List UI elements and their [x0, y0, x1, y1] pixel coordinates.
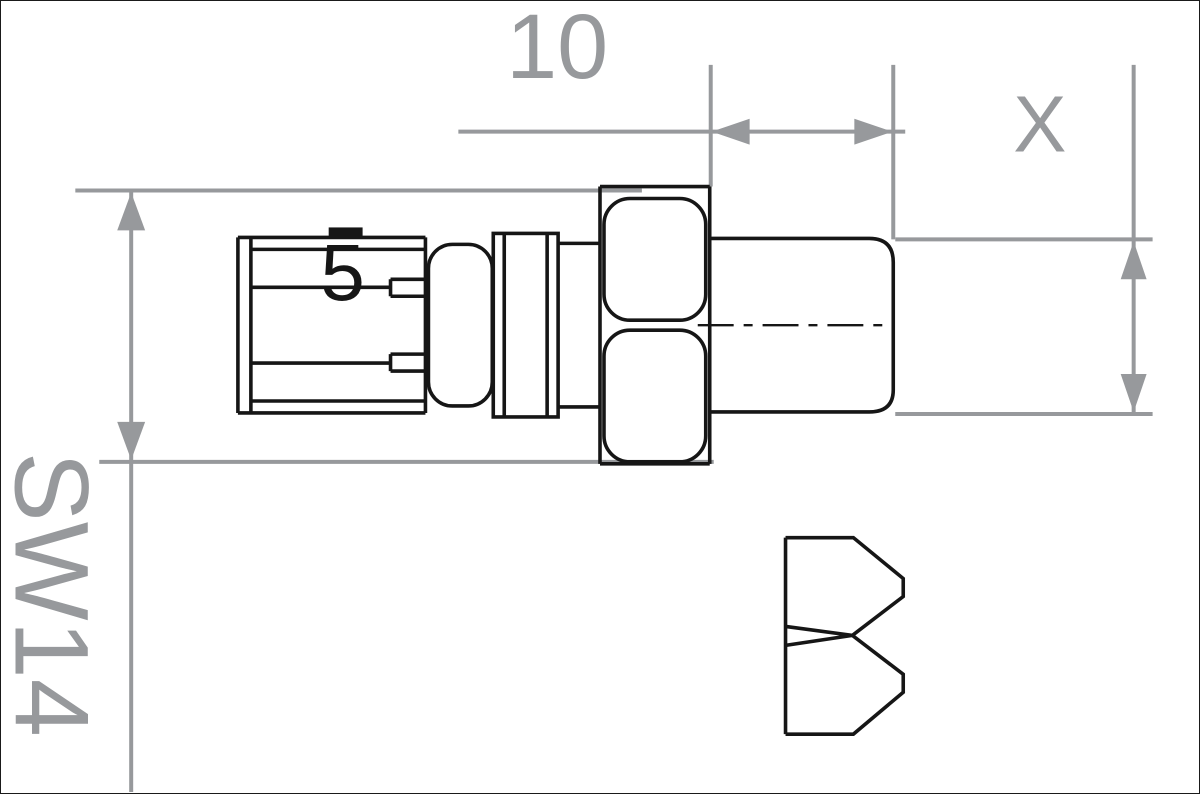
dimension-x: X [895, 64, 1153, 416]
barrel-collar [423, 237, 495, 413]
arrow-up-icon [1120, 241, 1147, 280]
dimension-10-label: 10 [506, 1, 608, 98]
arrow-left-icon [711, 118, 750, 145]
stud-outline [709, 236, 896, 414]
thread-profile-detail [783, 535, 906, 736]
hex-outline [598, 184, 712, 466]
fitting-side-view: 5 [236, 184, 896, 466]
dimension-sw14-label: SW14 [1, 452, 109, 737]
hex-nut [598, 184, 712, 466]
detail-cone-lines [785, 624, 853, 648]
socket-outline [236, 235, 426, 415]
arrow-right-icon [854, 118, 893, 145]
arrow-down-icon [1120, 374, 1147, 412]
ribbed-section [491, 231, 560, 419]
dimension-sw14: SW14 [1, 188, 714, 793]
hex-upper-facet [602, 196, 708, 322]
neck-lines [558, 241, 600, 409]
socket-top-mark [328, 227, 363, 237]
socket-inner-detail [250, 277, 426, 373]
ribbed-outline [491, 231, 560, 419]
hex-lower-facet [602, 328, 708, 464]
part-size-label: 5 [320, 228, 364, 317]
ribbed-grooves [502, 233, 549, 417]
dimension-10: 10 [458, 1, 906, 240]
dimension-x-label: X [1013, 80, 1066, 169]
socket-body: 5 [236, 227, 426, 415]
threaded-stud [697, 236, 896, 414]
barrel-outline [426, 242, 495, 408]
arrow-down-icon [117, 421, 146, 460]
arrow-up-icon [117, 192, 146, 231]
